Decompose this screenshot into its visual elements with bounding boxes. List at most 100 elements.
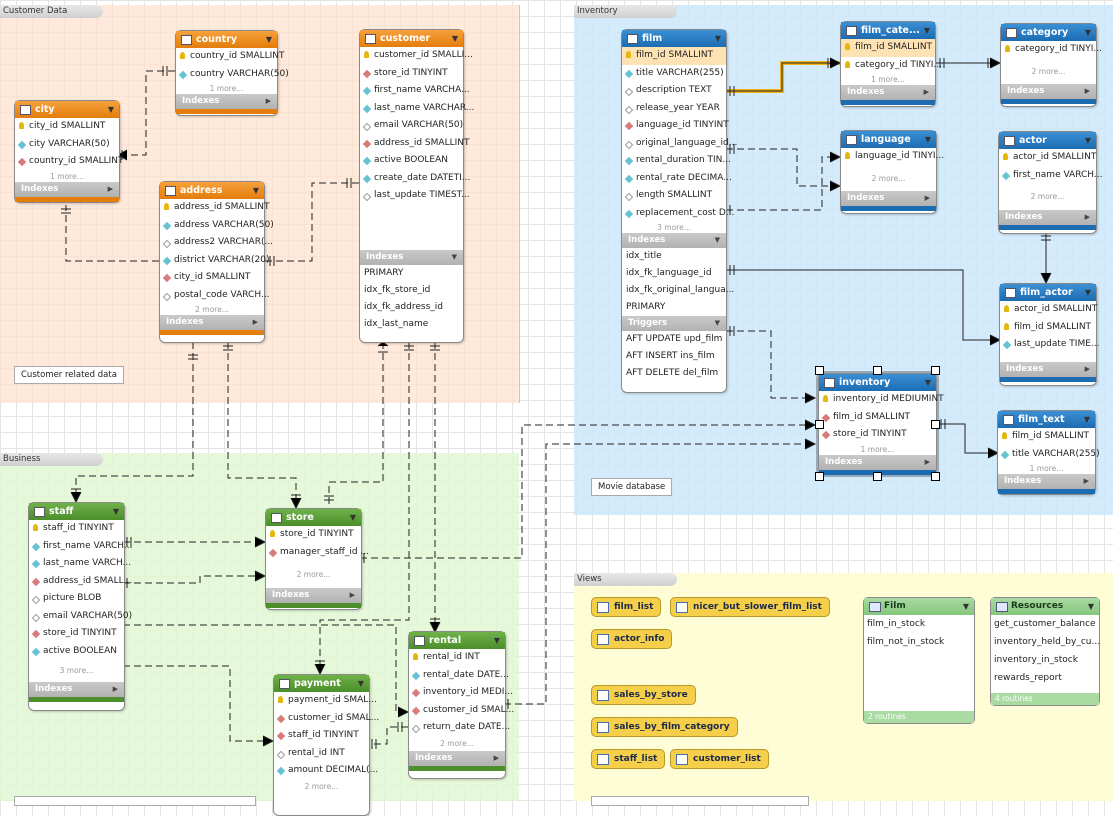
- column-row[interactable]: city_id SMALLINT: [15, 118, 119, 136]
- column-row[interactable]: create_date DATETI...: [360, 170, 470, 188]
- resize-handle[interactable]: [815, 472, 824, 481]
- column-row[interactable]: address VARCHAR(50): [160, 217, 274, 235]
- trigger-row[interactable]: AFT UPDATE upd_film: [626, 334, 723, 344]
- table-header[interactable]: store▼: [266, 509, 361, 526]
- expand-icon[interactable]: ▶: [1084, 86, 1090, 95]
- table-header[interactable]: language▼: [841, 131, 936, 148]
- indexes-section[interactable]: Indexes▼: [622, 233, 726, 248]
- table-city[interactable]: city▼ city_id SMALLINT city VARCHAR(50) …: [14, 100, 124, 203]
- column-row[interactable]: email VARCHAR(50): [360, 117, 463, 135]
- column-row[interactable]: rental_id INT: [409, 649, 505, 667]
- table-rental[interactable]: rental▼ rental_id INT rental_date DATE..…: [408, 631, 514, 779]
- table-address[interactable]: address▼ address_id SMALLINT address VAR…: [159, 181, 274, 343]
- column-row[interactable]: description TEXT: [622, 82, 726, 100]
- table-header[interactable]: film_actor▼: [1000, 284, 1096, 301]
- column-row[interactable]: inventory_id MEDI...: [409, 684, 513, 702]
- view-nicer-but-slower-film-list[interactable]: nicer_but_slower_film_list: [670, 597, 830, 617]
- column-row[interactable]: language_id TINYI...: [841, 148, 944, 166]
- routine-item[interactable]: rewards_report: [994, 673, 1062, 683]
- trigger-row[interactable]: AFT DELETE del_film: [626, 368, 719, 378]
- expand-icon[interactable]: ▶: [923, 88, 929, 96]
- indexes-section[interactable]: Indexes▶: [29, 682, 124, 697]
- table-header[interactable]: rental▼: [409, 632, 505, 649]
- view-actor-info[interactable]: actor_info: [591, 629, 673, 649]
- indexes-section[interactable]: Indexes▶: [1000, 361, 1096, 377]
- index-row[interactable]: PRIMARY: [364, 267, 404, 278]
- index-row[interactable]: PRIMARY: [626, 302, 666, 312]
- indexes-section[interactable]: Indexes▶: [819, 454, 936, 470]
- column-row[interactable]: amount DECIMAL(...: [274, 762, 378, 780]
- table-header[interactable]: address▼: [160, 182, 264, 199]
- column-row[interactable]: address_id SMALL...: [29, 573, 132, 591]
- column-row[interactable]: length SMALLINT: [622, 187, 726, 205]
- column-row[interactable]: first_name VARCH...: [29, 538, 133, 556]
- index-row[interactable]: idx_title: [626, 251, 662, 261]
- indexes-section[interactable]: Indexes▶: [176, 94, 277, 109]
- column-row[interactable]: city_id SMALLINT: [160, 269, 264, 287]
- column-row[interactable]: rental_duration TIN...: [622, 152, 731, 170]
- chevron-down-icon[interactable]: ▼: [357, 679, 364, 688]
- routine-item[interactable]: get_customer_balance: [994, 619, 1096, 629]
- column-row[interactable]: film_id SMALLINT: [998, 428, 1095, 446]
- expand-icon[interactable]: ▶: [924, 193, 930, 202]
- indexes-section[interactable]: Indexes▶: [160, 315, 264, 330]
- table-header[interactable]: country▼: [176, 31, 277, 48]
- expand-icon[interactable]: ▶: [112, 685, 118, 693]
- column-row[interactable]: replacement_cost D...: [622, 205, 734, 223]
- resize-handle[interactable]: [815, 366, 824, 375]
- column-row[interactable]: customer_id SMAL...: [274, 710, 379, 728]
- column-row[interactable]: film_id SMALLINT: [841, 39, 935, 57]
- table-film-actor[interactable]: film_actor▼ actor_id SMALLINT film_id SM…: [999, 283, 1100, 386]
- chevron-down-icon[interactable]: ▼: [112, 507, 119, 516]
- resize-handle[interactable]: [931, 420, 940, 429]
- column-row[interactable]: customer_id SMAL...: [409, 702, 514, 720]
- table-actor[interactable]: actor▼ actor_id SMALLINT first_name VARC…: [998, 131, 1103, 234]
- table-customer[interactable]: customer▼ customer_id SMALLI... store_id…: [359, 29, 474, 343]
- column-row[interactable]: staff_id TINYINT: [274, 727, 369, 745]
- column-row[interactable]: store_id TINYINT: [360, 65, 463, 83]
- table-country[interactable]: country▼ country_id SMALLINT country VAR…: [175, 30, 289, 116]
- chevron-down-icon[interactable]: ▼: [451, 34, 458, 43]
- table-header[interactable]: staff▼: [29, 503, 124, 520]
- table-film-text[interactable]: film_text▼ film_id SMALLINT title VARCHA…: [997, 410, 1100, 495]
- chevron-down-icon[interactable]: ▼: [924, 378, 931, 387]
- table-header[interactable]: film_cate...▼: [841, 22, 935, 39]
- table-payment[interactable]: payment▼ payment_id SMAL... customer_id …: [273, 674, 379, 816]
- view-film-list[interactable]: film_list: [591, 597, 662, 617]
- column-row[interactable]: category_id TINYI...: [841, 57, 942, 75]
- column-row[interactable]: country VARCHAR(50): [176, 66, 289, 84]
- chevron-down-icon[interactable]: ▼: [252, 186, 259, 195]
- expand-icon[interactable]: ▶: [349, 591, 355, 599]
- expand-icon[interactable]: ▶: [924, 457, 930, 466]
- column-row[interactable]: film_id SMALLINT: [819, 409, 936, 427]
- column-row[interactable]: first_name VARCH...: [999, 167, 1103, 185]
- chevron-down-icon[interactable]: ▼: [1087, 602, 1094, 611]
- index-row[interactable]: idx_fk_original_langua...: [626, 285, 735, 295]
- expand-icon[interactable]: ▶: [252, 318, 258, 326]
- column-row[interactable]: address2 VARCHAR(...: [160, 234, 273, 252]
- column-row[interactable]: rental_date DATE...: [409, 667, 509, 685]
- column-row[interactable]: actor_id SMALLINT: [1000, 301, 1097, 319]
- chevron-down-icon[interactable]: ▼: [265, 35, 272, 44]
- column-row[interactable]: release_year YEAR: [622, 100, 726, 118]
- resize-handle[interactable]: [873, 472, 882, 481]
- chevron-down-icon[interactable]: ▼: [1083, 415, 1090, 424]
- indexes-section[interactable]: Indexes▶: [841, 190, 936, 206]
- table-store[interactable]: store▼ store_id TINYINT manager_staff_id…: [265, 508, 369, 610]
- routine-item[interactable]: inventory_in_stock: [994, 655, 1078, 665]
- column-row[interactable]: inventory_id MEDIUMINT: [819, 391, 944, 409]
- note-customer[interactable]: Customer related data: [14, 366, 124, 384]
- note-inventory[interactable]: Movie database: [591, 478, 673, 496]
- expand-icon[interactable]: ▶: [1084, 213, 1090, 221]
- column-row[interactable]: country_id SMALLINT: [176, 48, 285, 66]
- column-row[interactable]: manager_staff_id ...: [266, 544, 369, 562]
- expand-icon[interactable]: ▶: [493, 753, 499, 762]
- column-row[interactable]: film_id SMALLINT: [622, 47, 726, 65]
- resize-handle[interactable]: [815, 420, 824, 429]
- indexes-section[interactable]: Indexes▶: [841, 85, 935, 100]
- routine-item[interactable]: film_in_stock: [867, 619, 926, 629]
- routine-item[interactable]: film_not_in_stock: [867, 637, 945, 647]
- routine-item[interactable]: inventory_held_by_cu...: [994, 637, 1101, 647]
- resize-handle[interactable]: [873, 366, 882, 375]
- resize-handle[interactable]: [931, 366, 940, 375]
